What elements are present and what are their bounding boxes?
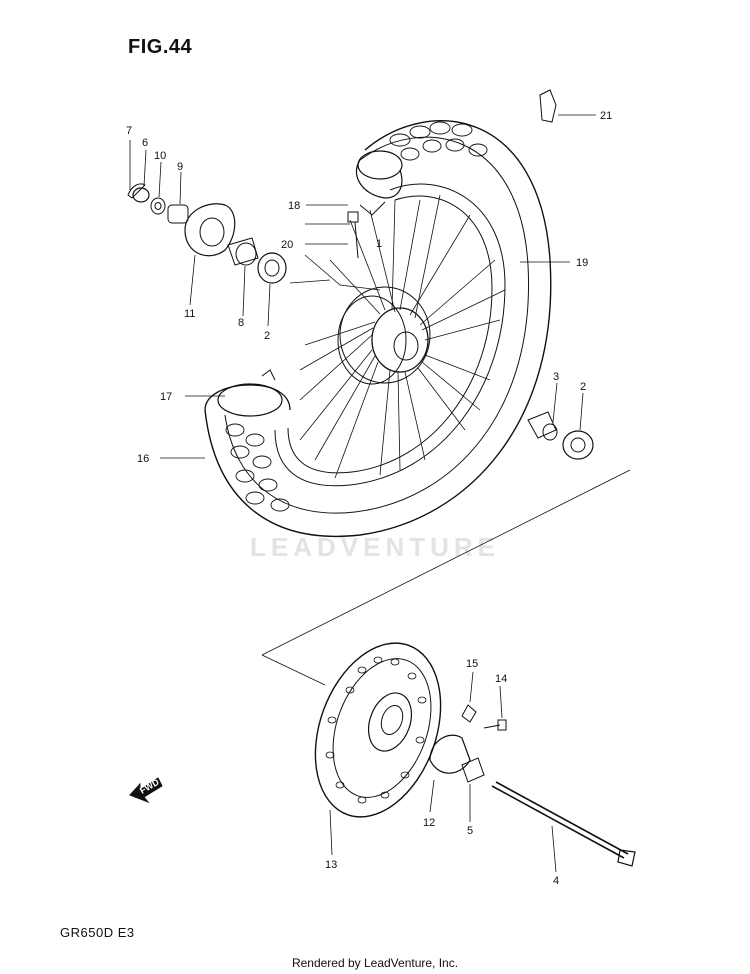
axle-parts (429, 704, 636, 867)
callout-11: 11 (184, 308, 195, 320)
callout-15: 15 (466, 658, 478, 670)
callout-7: 7 (126, 125, 132, 137)
callout-21: 21 (600, 110, 612, 122)
callout-16: 16 (137, 453, 149, 465)
left-hub-parts (127, 183, 287, 284)
callout-19: 19 (576, 257, 588, 269)
tire-tread-lower (225, 423, 290, 512)
callout-2-left: 2 (264, 330, 270, 342)
callout-labels: 1 2 2 3 4 5 6 7 8 9 10 11 12 13 14 15 16… (126, 110, 612, 887)
callout-12: 12 (423, 817, 435, 829)
callout-5: 5 (467, 825, 473, 837)
callout-18: 18 (288, 200, 300, 212)
callout-10: 10 (154, 150, 166, 162)
brake-disc (314, 642, 442, 818)
watermark: LEADVENTURE (249, 532, 500, 562)
callout-9: 9 (177, 161, 183, 173)
render-credit: Rendered by LeadVenture, Inc. (291, 956, 459, 970)
callout-4: 4 (553, 875, 559, 887)
callout-20: 20 (281, 239, 293, 251)
fwd-arrow: FWD (129, 777, 163, 804)
tire-tread-upper (389, 121, 488, 161)
callout-8: 8 (238, 317, 244, 329)
callout-17: 17 (160, 391, 172, 403)
callout-1: 1 (376, 238, 382, 250)
right-hub-parts (527, 89, 594, 460)
callout-13: 13 (325, 859, 337, 871)
figure-title: FIG.44 (128, 36, 193, 58)
model-code: GR650D E3 (60, 925, 135, 940)
callout-3: 3 (553, 371, 559, 383)
callout-6: 6 (142, 137, 148, 149)
front-wheel (204, 120, 552, 537)
guide-lines (261, 254, 631, 686)
wheel-spokes (299, 194, 506, 479)
callout-2-right: 2 (580, 381, 586, 393)
callout-14: 14 (495, 673, 507, 685)
leader-lines (129, 114, 596, 873)
